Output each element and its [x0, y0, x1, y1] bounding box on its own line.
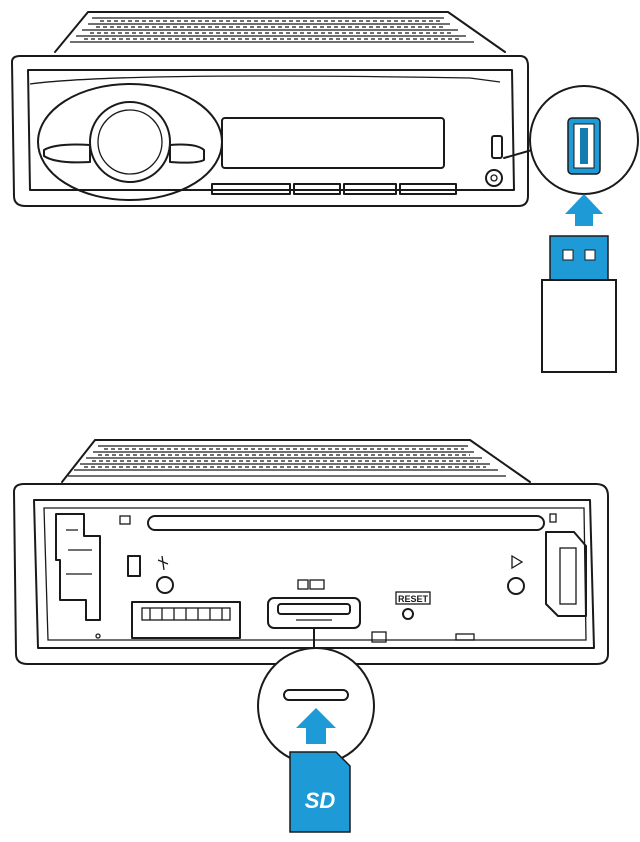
chassis-panel: [43, 507, 587, 641]
usb-port-tongue: [580, 128, 588, 164]
usb-callout: [529, 85, 639, 195]
faceplate-inner: [27, 69, 515, 191]
reset-label: RESET: [398, 594, 429, 604]
sd-callout: [257, 647, 375, 765]
front-connector: [131, 601, 241, 639]
chassis-outline: [13, 483, 609, 665]
sd-slot-marking: [297, 579, 325, 590]
left-screw-mark: [157, 555, 169, 571]
sd-card-icon: SD: [289, 751, 351, 833]
left-button: [43, 143, 91, 164]
reset-label-box: [395, 591, 431, 605]
aux-jack-core: [490, 174, 498, 182]
sd-slot-icon: [277, 603, 351, 615]
display-window: [221, 117, 445, 169]
sd-callout-circle: [257, 647, 375, 765]
preset-buttons: [211, 183, 457, 195]
right-latch: [545, 531, 587, 617]
arrow-up-icon-2: [296, 708, 336, 744]
left-tab: [127, 555, 141, 577]
usb-drive-body: [541, 279, 617, 373]
bottom-tab-2: [455, 633, 475, 641]
bottom-tab-1: [371, 631, 387, 643]
head-unit-front: [11, 11, 533, 207]
bottom-pin: [95, 633, 101, 639]
chassis-top-2: [61, 439, 531, 483]
chassis-inner: [33, 499, 595, 649]
chassis-top: [54, 11, 506, 53]
sd-card-body: [289, 751, 351, 833]
left-screw: [156, 576, 174, 594]
volume-knob-cap: [97, 109, 163, 175]
sd-slot-magnified: [283, 689, 349, 701]
right-screw: [507, 577, 525, 595]
right-arrow-mark: [511, 554, 524, 570]
reset-pinhole: [402, 608, 414, 620]
aux-jack: [485, 169, 503, 187]
led-dots: [119, 515, 131, 525]
head-unit-chassis: RESET: [13, 439, 609, 665]
vent-grill-2: [68, 445, 506, 477]
left-latch-detail: [66, 529, 92, 575]
faceplate-outline: [11, 55, 529, 207]
sd-card-logo: SD: [305, 788, 336, 813]
usb-drive-connector: [549, 235, 609, 281]
volume-knob: [89, 101, 171, 183]
faceplate-bevel: [29, 75, 501, 85]
usb-flash-drive-icon: [541, 235, 617, 373]
disc-indicator: [549, 513, 557, 523]
usb-port: [491, 135, 503, 159]
vent-grill: [70, 17, 474, 43]
disc-slot: [147, 515, 545, 531]
left-latch: [55, 513, 101, 621]
arrow-up-icon: [565, 194, 603, 226]
usb-callout-line: [503, 149, 533, 159]
right-latch-slot: [559, 547, 577, 605]
right-button: [169, 143, 205, 164]
